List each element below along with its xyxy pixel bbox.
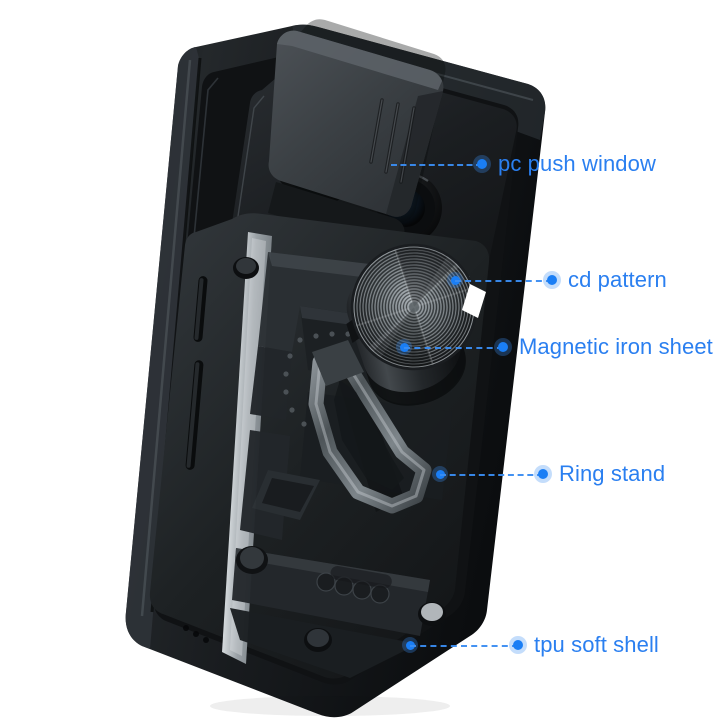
lead-line-magnetic-iron-sheet <box>404 347 503 349</box>
callout-dot-tpu-soft-shell[interactable] <box>509 636 527 654</box>
callout-dot-pc-push-window[interactable] <box>473 155 491 173</box>
bottom-speaker-holes <box>183 625 209 643</box>
texture-bubbles <box>316 566 392 604</box>
side-button-cutouts <box>185 276 208 470</box>
lead-line-pc-push-window <box>391 164 482 166</box>
lead-line-ring-stand <box>440 474 543 476</box>
ring-stand <box>308 340 432 514</box>
callout-label-cd-pattern: cd pattern <box>568 267 667 292</box>
callout-label-tpu-soft-shell: tpu soft shell <box>534 632 659 657</box>
callout-label-magnetic-iron-sheet: Magnetic iron sheet <box>519 334 713 359</box>
callout-label-ring-stand: Ring stand <box>559 461 666 486</box>
lead-line-tpu-soft-shell <box>410 645 518 647</box>
cd-pattern-disc <box>350 243 478 371</box>
callout-dot-ring-stand[interactable] <box>534 465 552 483</box>
slider-grip-grooves <box>369 98 416 184</box>
callout-label-pc-push-window: pc push window <box>498 151 656 176</box>
lead-line-cd-pattern <box>455 280 552 282</box>
callout-dot-magnetic-iron-sheet[interactable] <box>494 338 512 356</box>
magnetic-ring-holder <box>346 243 486 406</box>
callout-dot-cd-pattern[interactable] <box>543 271 561 289</box>
